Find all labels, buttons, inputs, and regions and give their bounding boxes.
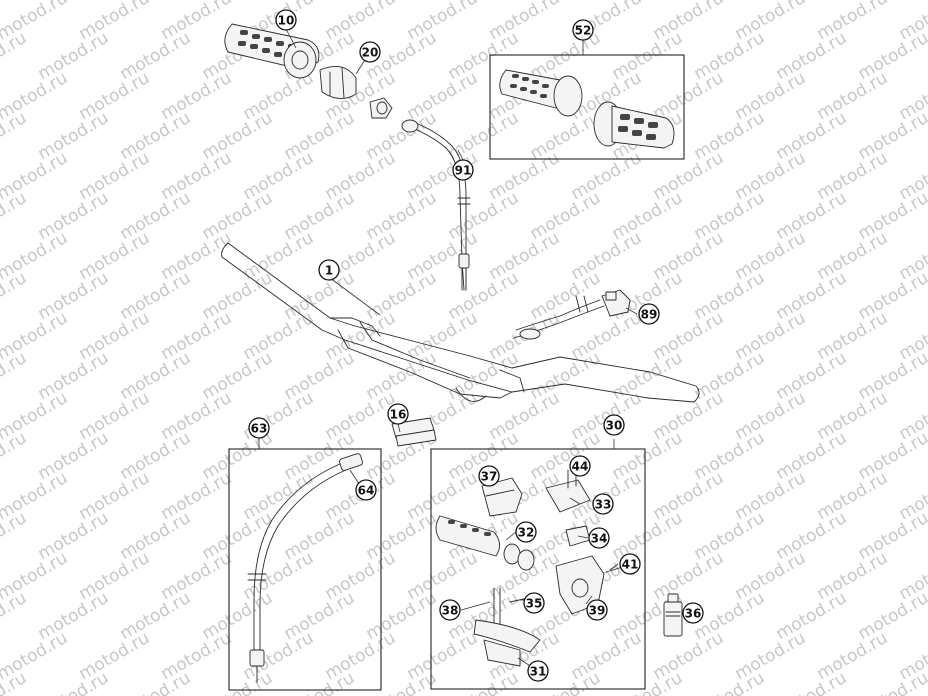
callout-circle (592, 493, 614, 515)
callout-number: 33 (595, 498, 612, 512)
callout-30: 30 (603, 414, 625, 436)
watermark-text: motod.ru (0, 28, 30, 84)
watermark-text: motod.ru (0, 268, 30, 324)
callout-52: 52 (572, 19, 594, 41)
callout-1: 1 (318, 259, 340, 281)
watermark-text: motod.ru (117, 668, 195, 696)
watermark-text: motod.ru (0, 0, 30, 4)
brake-master-box (430, 448, 646, 690)
watermark-text: motod.ru (773, 668, 851, 696)
callout-38: 38 (439, 599, 461, 621)
watermark-text: motod.ru (281, 668, 359, 696)
callout-37: 37 (478, 465, 500, 487)
callout-circle (682, 602, 704, 624)
watermark-text: motod.ru (0, 108, 30, 164)
callout-number: 44 (572, 460, 589, 474)
callout-31: 31 (527, 660, 549, 682)
callout-circle (452, 159, 474, 181)
callout-39: 39 (586, 599, 608, 621)
callout-circle (515, 521, 537, 543)
watermark-text: motod.ru (0, 508, 30, 564)
callout-circle (523, 592, 545, 614)
callout-91: 91 (452, 159, 474, 181)
callout-circle (248, 417, 270, 439)
callout-10: 10 (275, 9, 297, 31)
callout-number: 91 (455, 164, 472, 178)
callout-64: 64 (355, 479, 377, 501)
watermark-text: motod.ru (855, 668, 928, 696)
callout-number: 30 (606, 419, 623, 433)
watermark-text: motod.ru (0, 348, 30, 404)
throttle-cable-drawing (401, 119, 471, 291)
callout-number: 34 (591, 532, 608, 546)
watermark-text: motod.ru (0, 588, 30, 644)
callout-number: 10 (278, 14, 295, 28)
callout-35: 35 (523, 592, 545, 614)
leader-lines (258, 28, 638, 672)
callout-circle (527, 660, 549, 682)
callout-circle (275, 9, 297, 31)
callout-number: 31 (530, 665, 547, 679)
callout-circle (359, 41, 381, 63)
callout-circle (478, 465, 500, 487)
callout-number: 37 (481, 470, 498, 484)
callout-number: 35 (526, 597, 543, 611)
throttle-grip-drawing (224, 23, 393, 119)
handlebar-drawing (221, 242, 700, 403)
callout-number: 16 (390, 408, 407, 422)
kill-switch-drawing (513, 289, 631, 340)
callout-circle (569, 455, 591, 477)
watermark-text: motod.ru (363, 668, 441, 696)
callout-circle (586, 599, 608, 621)
callout-36: 36 (682, 602, 704, 624)
callout-circle (619, 553, 641, 575)
callout-number: 41 (622, 558, 639, 572)
callout-20: 20 (359, 41, 381, 63)
callout-number: 38 (442, 604, 459, 618)
callout-33: 33 (592, 493, 614, 515)
callout-44: 44 (569, 455, 591, 477)
watermark-text: motod.ru (445, 668, 523, 696)
callout-number: 36 (685, 607, 702, 621)
callout-circle (318, 259, 340, 281)
callout-circle (439, 599, 461, 621)
callout-63: 63 (248, 417, 270, 439)
brake-fluid-bottle-drawing (663, 593, 683, 637)
callout-number: 89 (641, 308, 658, 322)
callout-circle (603, 414, 625, 436)
callout-41: 41 (619, 553, 641, 575)
callout-circle (387, 403, 409, 425)
callout-layer: 1 10 16 20 30 31 32 33 34 35 36 37 38 39 41 44 52 63 64 89 9… (248, 9, 704, 682)
callout-circle (588, 527, 610, 549)
callout-16: 16 (387, 403, 409, 425)
callout-number: 32 (518, 526, 535, 540)
watermark-text: motod.ru (0, 188, 30, 244)
callout-number: 39 (589, 604, 606, 618)
callout-number: 1 (325, 264, 333, 278)
watermark-text: motod.ru (609, 668, 687, 696)
callout-number: 52 (575, 24, 592, 38)
callout-circle (638, 303, 660, 325)
clutch-cable-box (228, 448, 382, 691)
grip-set-box (489, 54, 685, 160)
watermark-text: motod.ru (0, 428, 30, 484)
callout-34: 34 (588, 527, 610, 549)
callout-89: 89 (638, 303, 660, 325)
callout-32: 32 (515, 521, 537, 543)
callout-circle (572, 19, 594, 41)
callout-number: 20 (362, 46, 379, 60)
watermark-text: motod.ru (199, 668, 277, 696)
callout-number: 63 (251, 422, 268, 436)
watermark-text: motod.ru (35, 668, 113, 696)
callout-circle (355, 479, 377, 501)
watermark-text: motod.ru (691, 668, 769, 696)
callout-number: 64 (358, 484, 375, 498)
